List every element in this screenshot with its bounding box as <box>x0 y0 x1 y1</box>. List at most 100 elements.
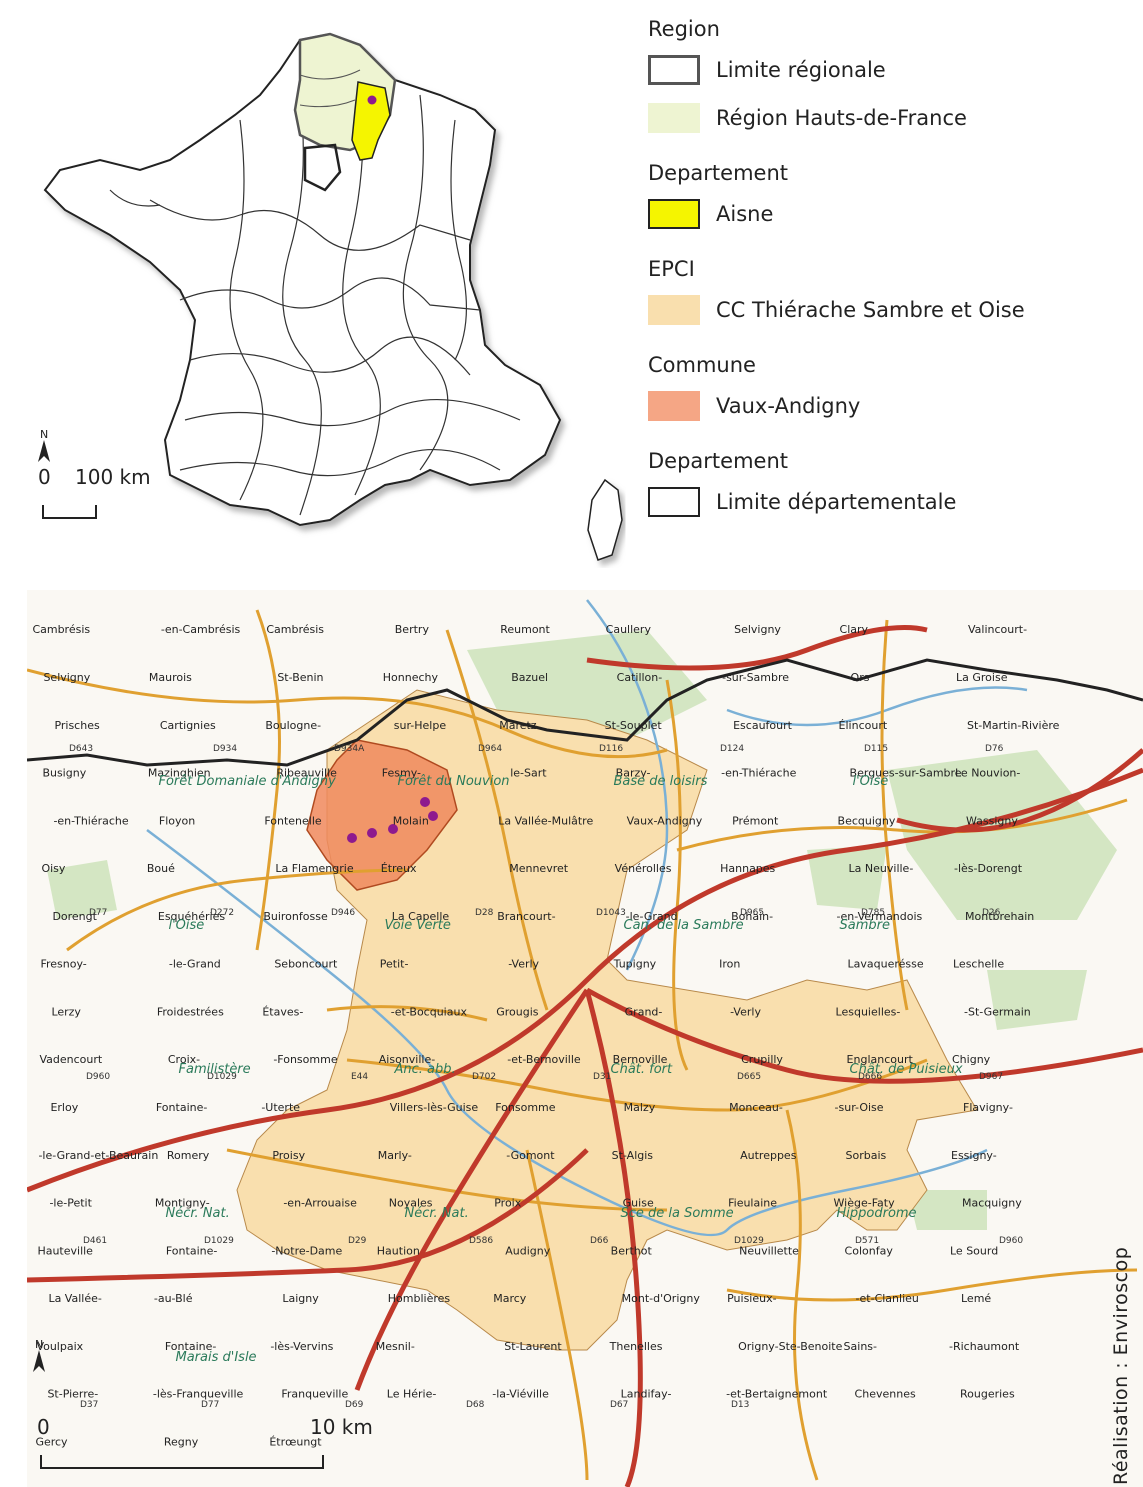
map-label: Anc. abb. <box>394 1062 456 1077</box>
map-label: D946 <box>331 908 355 918</box>
map-label: D960 <box>999 1236 1023 1246</box>
map-label: Malzy <box>624 1101 656 1114</box>
map-label: St-Algis <box>612 1149 654 1162</box>
map-label: D643 <box>69 744 93 754</box>
map-label: -en-Vermandois <box>837 910 923 923</box>
map-label: -lès-Dorengt <box>954 862 1023 875</box>
map-label: Vadencourt <box>39 1053 102 1066</box>
legend-label: Vaux-Andigny <box>716 394 861 418</box>
map-label: Proix <box>494 1197 522 1210</box>
map-label: Sains- <box>844 1340 877 1353</box>
map-label: Le Nouvion- <box>955 767 1020 780</box>
map-label: Caullery <box>606 623 652 636</box>
map-label: Bertry <box>395 623 430 636</box>
rivers <box>146 599 1028 1237</box>
map-credit: Réalisation : Enviroscop <box>1110 1246 1132 1485</box>
map-label: D26 <box>982 908 1001 918</box>
map-label: D967 <box>979 1072 1003 1082</box>
inset-north-label: N <box>40 428 48 441</box>
map-label: Becquigny <box>838 814 896 827</box>
map-label: -Verly <box>730 1005 761 1018</box>
inset-north-arrow <box>38 440 50 462</box>
map-label: Chigny <box>952 1053 991 1066</box>
map-label: Seboncourt <box>274 958 338 971</box>
commune-vaux-andigny <box>306 739 458 891</box>
map-label: Familistère <box>179 1062 251 1077</box>
map-label: Sce de la Somme <box>621 1206 734 1221</box>
map-label: D964 <box>478 744 502 754</box>
legend-item: Aisne <box>648 190 1138 238</box>
map-label: Barzy- <box>616 767 651 780</box>
map-label: Fontenelle <box>264 814 322 827</box>
map-label: -sur-Oise <box>835 1101 884 1114</box>
map-label: Iron <box>719 958 740 971</box>
map-label: Vénérolles <box>615 862 672 875</box>
map-label: -en-Cambrésis <box>161 623 241 636</box>
map-label: Noyales <box>389 1197 433 1210</box>
map-label: -et-Bertaignemont <box>726 1388 828 1401</box>
map-label: Mazinghien <box>148 767 211 780</box>
map-label: Le Hérie- <box>387 1388 437 1401</box>
secondary-roads <box>27 609 1138 1481</box>
map-label: Autreppes <box>740 1149 797 1162</box>
map-label: Fresnoy- <box>40 958 86 971</box>
map-label: Laigny <box>282 1292 319 1305</box>
department-boundaries <box>109 59 521 516</box>
map-label: La Neuville- <box>849 862 914 875</box>
map-label: Haution <box>377 1244 420 1257</box>
map-label: Busigny <box>42 767 86 780</box>
map-label: D31 <box>593 1072 611 1082</box>
map-label: Esquéhéries <box>158 910 225 923</box>
map-label: -le-Grand <box>626 910 678 923</box>
map-label: Boulogne- <box>265 719 321 732</box>
map-label: Voulpaix <box>36 1340 83 1353</box>
map-label: D934 <box>213 744 237 754</box>
map-label: Selvigny <box>43 671 90 684</box>
map-label: D272 <box>210 908 234 918</box>
map-label: Chât. fort <box>611 1062 674 1077</box>
map-label: -sur-Sambre <box>722 671 789 684</box>
map-label: St-Souplet <box>605 719 663 732</box>
map-label: Cambrésis <box>266 623 324 636</box>
map-label: Origny-Ste-Benoite <box>738 1340 843 1353</box>
map-label: -et-Bocquiaux <box>391 1005 468 1018</box>
map-label: Montigny- <box>155 1197 210 1210</box>
map-label: Villers-lès-Guise <box>390 1101 479 1114</box>
map-label: -Uterte <box>261 1101 300 1114</box>
map-label: Croix- <box>168 1053 200 1066</box>
map-label: Berthot <box>611 1244 653 1257</box>
map-label: Brancourt- <box>497 910 555 923</box>
map-label: D666 <box>858 1072 882 1082</box>
map-label: La Vallée-Mulâtre <box>498 814 593 827</box>
map-label: Englancourt <box>847 1053 914 1066</box>
map-label: Étrœungt <box>269 1435 322 1448</box>
map-label: -lès-Vervins <box>270 1340 333 1353</box>
map-label: Wiège-Faty <box>834 1197 896 1210</box>
map-label: le-Sart <box>510 767 547 780</box>
legend-swatch <box>648 103 700 133</box>
departement-aisne <box>351 81 391 161</box>
legend-label: Limite départementale <box>716 490 957 514</box>
map-label: D934A <box>334 744 365 754</box>
legend-swatch <box>648 487 700 517</box>
legend-heading: EPCI <box>648 257 695 281</box>
map-label: D1029 <box>734 1236 764 1246</box>
map-label: Thenelles <box>609 1340 663 1353</box>
legend-heading: Departement <box>648 449 788 473</box>
map-label: Élincourt <box>839 719 888 732</box>
map-label: Chât. de Puisieux <box>850 1062 963 1077</box>
map-label: E44 <box>351 1072 368 1082</box>
map-label: sur-Helpe <box>394 719 447 732</box>
inset-scale-bar <box>42 505 97 519</box>
legend-swatch <box>648 295 700 325</box>
map-label: Maretz <box>499 719 537 732</box>
map-label: Franqueville <box>281 1388 348 1401</box>
legend-label: Région Hauts-de-France <box>716 106 967 130</box>
map-label: -Verly <box>508 958 539 971</box>
legend-heading: Region <box>648 17 720 41</box>
map-label: Leschelle <box>953 958 1004 971</box>
map-label: Fieulaine <box>728 1197 777 1210</box>
map-label: Forêt du Nouvion <box>398 774 510 789</box>
map-label: Nécr. Nat. <box>405 1206 469 1221</box>
map-label: D13 <box>731 1400 749 1410</box>
